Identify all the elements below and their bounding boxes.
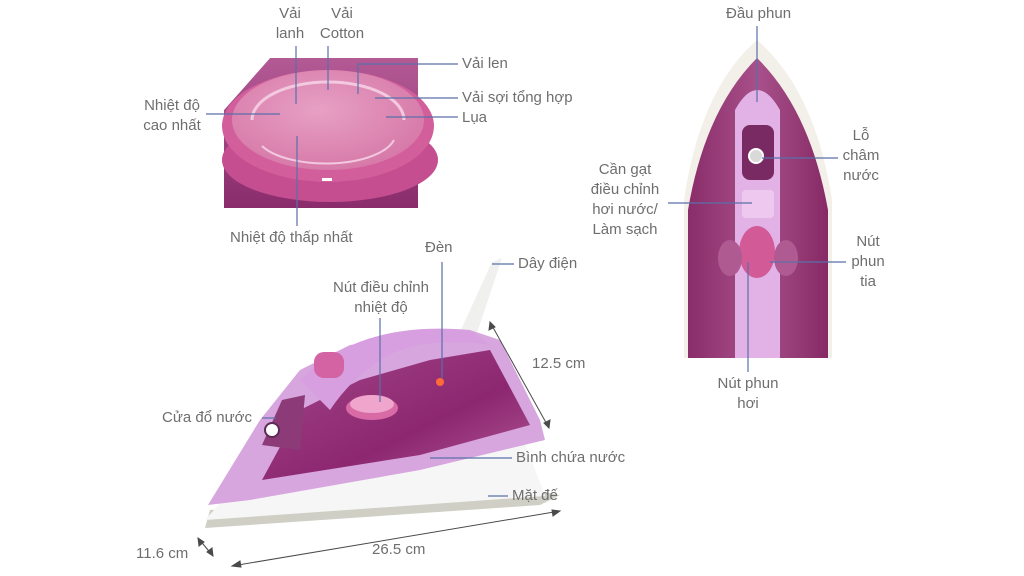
label-line: phun [851, 253, 885, 270]
label-line: điều chỉnh [590, 181, 660, 198]
label-can-gat-dieu-chinh: Cần gạt điều chỉnh hơi nước/ Làm sạch [584, 160, 666, 240]
label-line: nước [843, 167, 879, 184]
label-den: Đèn [425, 239, 453, 256]
label-line: Nút phun [717, 375, 779, 392]
label-lo-cham-nuoc: Lỗ châm nước [836, 126, 886, 186]
label-line: Nút điều chỉnh [333, 279, 429, 296]
label-nhiet-do-cao-nhat: Nhiệt độ cao nhất [134, 96, 210, 136]
label-line: Nhiệt độ [144, 97, 200, 114]
label-vai-soi-tong-hop: Vải sợi tổng hợp [462, 89, 573, 106]
label-line: Vải [331, 5, 353, 22]
label-line: lanh [275, 25, 305, 42]
dimension-height: 12.5 cm [532, 355, 586, 372]
label-vai-cotton: Vải Cotton [310, 4, 374, 44]
label-vai-lanh: Vải lanh [270, 4, 310, 44]
label-nut-dieu-chinh-nhiet-do: Nút điều chỉnh nhiệt độ [322, 278, 440, 318]
label-dau-phun: Đầu phun [726, 5, 792, 22]
label-line: cao nhất [143, 117, 201, 134]
label-mat-de: Mặt đế [512, 487, 558, 504]
label-line: châm [842, 147, 880, 164]
label-line: nhiệt độ [354, 299, 408, 316]
label-line: hơi nước/ [592, 201, 658, 218]
label-line: Nút [856, 233, 880, 250]
label-day-dien: Dây điện [518, 255, 578, 272]
label-nhiet-do-thap-nhat: Nhiệt độ thấp nhất [230, 229, 353, 246]
label-line: Cotton [319, 25, 365, 42]
label-line: Lỗ [852, 127, 870, 144]
label-nut-phun-tia: Nút phun tia [846, 232, 890, 292]
label-vai-len: Vải len [462, 55, 508, 72]
label-line: Làm sạch [592, 221, 658, 238]
dimension-width: 11.6 cm [136, 545, 189, 562]
dimension-arrows [197, 320, 562, 568]
label-line: hơi [737, 395, 759, 412]
label-line: Cần gạt [598, 161, 652, 178]
label-lua: Lụa [462, 109, 488, 126]
label-binh-chua-nuoc: Bình chứa nước [516, 449, 626, 466]
side-view-iron-photo [205, 258, 560, 528]
leader-lines [206, 26, 846, 497]
label-line: tia [860, 273, 876, 290]
top-view-iron-photo [684, 40, 832, 358]
label-cua-do-nuoc: Cửa đổ nước [162, 409, 252, 426]
label-nut-phun-hoi: Nút phun hơi [708, 374, 788, 414]
dial-closeup-photo [222, 58, 438, 208]
dimension-length: 26.5 cm [372, 541, 426, 558]
label-line: Vải [279, 5, 301, 22]
